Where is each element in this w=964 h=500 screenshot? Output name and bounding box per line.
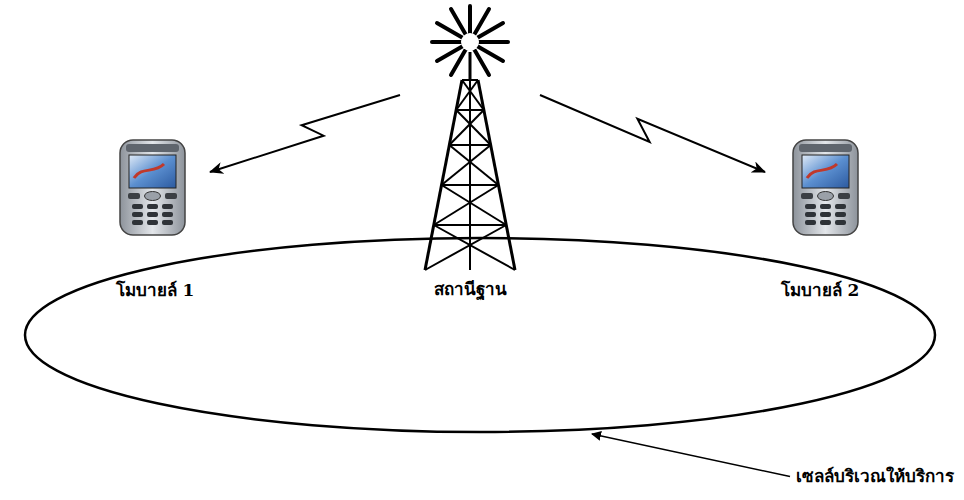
- radio-link-arrow: [210, 95, 400, 172]
- area-label: เซลล์บริเวณให้บริการ: [796, 466, 954, 487]
- mobile-phone: [793, 140, 858, 235]
- node-label: โมบายล์ 1: [100, 280, 210, 301]
- leader-arrow: [592, 434, 790, 477]
- node-label: โมบายล์ 2: [765, 280, 875, 301]
- mobile-node: โมบายล์ 2: [765, 140, 875, 301]
- radio-link-arrow: [540, 95, 765, 172]
- base-station-node: สถานีฐาน: [400, 5, 540, 300]
- base-station-tower: [425, 6, 515, 270]
- mobile-node: โมบายล์ 1: [100, 140, 210, 301]
- mobile-phone: [120, 140, 185, 235]
- cell-area: [25, 238, 935, 432]
- node-label: สถานีฐาน: [400, 279, 540, 300]
